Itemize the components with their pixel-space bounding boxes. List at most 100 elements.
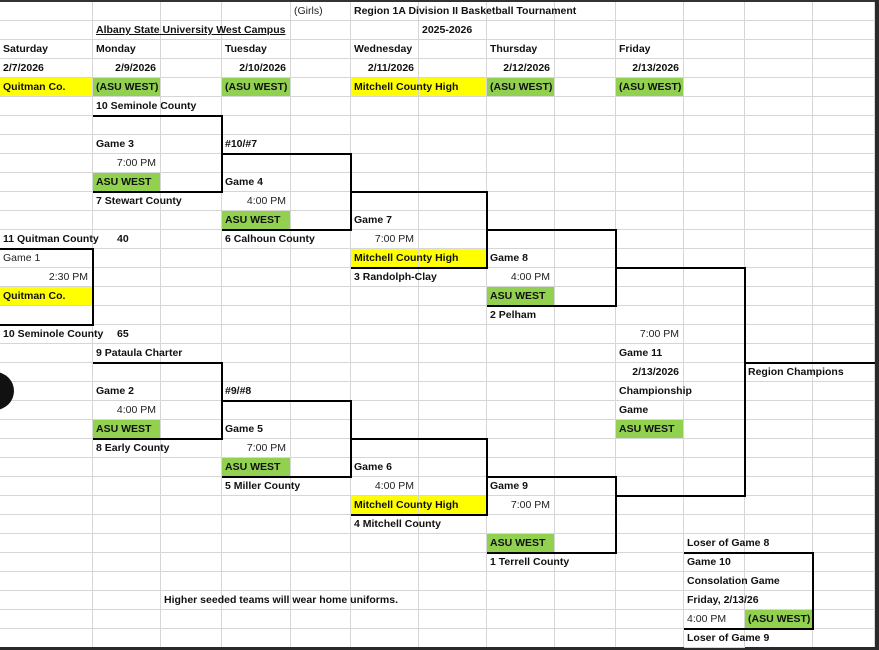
sheet-cell[interactable] [291, 78, 351, 97]
sheet-cell[interactable] [291, 21, 351, 40]
sheet-cell[interactable] [555, 439, 616, 458]
sheet-cell[interactable] [222, 21, 291, 40]
sheet-cell[interactable]: 4:00 PM [93, 401, 161, 420]
sheet-cell[interactable] [0, 306, 93, 325]
sheet-cell[interactable] [745, 382, 813, 401]
sheet-cell[interactable] [745, 230, 813, 249]
sheet-cell[interactable] [419, 173, 487, 192]
sheet-cell[interactable] [0, 2, 93, 21]
sheet-cell[interactable] [161, 211, 222, 230]
sheet-cell[interactable] [745, 458, 813, 477]
sheet-cell[interactable] [419, 192, 487, 211]
sheet-cell[interactable] [555, 572, 616, 591]
sheet-cell[interactable] [813, 477, 875, 496]
sheet-cell[interactable] [419, 515, 487, 534]
sheet-cell[interactable] [555, 211, 616, 230]
sheet-cell[interactable] [813, 496, 875, 515]
sheet-cell[interactable]: Consolation Game [684, 572, 780, 591]
sheet-cell[interactable] [291, 610, 351, 629]
sheet-cell[interactable] [745, 249, 813, 268]
sheet-cell[interactable] [93, 211, 161, 230]
sheet-cell[interactable] [419, 78, 487, 97]
sheet-cell[interactable] [745, 192, 813, 211]
sheet-cell[interactable]: Game 7 [351, 211, 419, 230]
sheet-cell[interactable] [419, 2, 487, 21]
sheet-cell[interactable] [161, 401, 222, 420]
sheet-cell[interactable]: 3 Randolph-Clay [351, 268, 437, 287]
sheet-cell[interactable]: 9 Pataula Charter [93, 344, 182, 363]
sheet-cell[interactable] [0, 401, 93, 420]
sheet-cell[interactable] [487, 192, 555, 211]
sheet-cell[interactable] [813, 458, 875, 477]
sheet-cell[interactable] [93, 553, 161, 572]
sheet-cell[interactable] [351, 306, 419, 325]
sheet-cell[interactable] [684, 59, 745, 78]
sheet-cell[interactable] [161, 154, 222, 173]
sheet-cell[interactable]: 4:00 PM [684, 610, 745, 629]
sheet-cell[interactable] [291, 496, 351, 515]
sheet-cell[interactable] [161, 40, 222, 59]
sheet-cell[interactable] [555, 21, 616, 40]
sheet-cell[interactable] [0, 534, 93, 553]
sheet-cell[interactable] [813, 268, 875, 287]
sheet-cell[interactable] [555, 116, 616, 135]
sheet-cell[interactable]: ASU WEST [93, 173, 161, 192]
sheet-cell[interactable] [555, 496, 616, 515]
sheet-cell[interactable]: (ASU WEST) [616, 78, 684, 97]
sheet-cell[interactable] [745, 553, 813, 572]
sheet-cell[interactable] [616, 477, 684, 496]
sheet-cell[interactable] [161, 420, 222, 439]
sheet-cell[interactable] [684, 40, 745, 59]
sheet-cell[interactable] [161, 572, 222, 591]
sheet-cell[interactable] [745, 515, 813, 534]
sheet-cell[interactable] [419, 629, 487, 648]
sheet-cell[interactable] [291, 40, 351, 59]
sheet-cell[interactable] [684, 477, 745, 496]
sheet-cell[interactable] [813, 59, 875, 78]
sheet-cell[interactable] [555, 477, 616, 496]
sheet-cell[interactable] [813, 21, 875, 40]
sheet-cell[interactable]: 65 [93, 325, 161, 344]
sheet-cell[interactable] [351, 382, 419, 401]
sheet-cell[interactable] [0, 97, 93, 116]
sheet-cell[interactable] [616, 192, 684, 211]
sheet-cell[interactable] [487, 439, 555, 458]
sheet-cell[interactable] [813, 173, 875, 192]
sheet-cell[interactable] [616, 173, 684, 192]
sheet-cell[interactable]: 10 Seminole County [0, 325, 103, 344]
sheet-cell[interactable] [419, 230, 487, 249]
sheet-cell[interactable]: ASU WEST [222, 458, 291, 477]
sheet-cell[interactable] [555, 553, 616, 572]
sheet-cell[interactable] [487, 458, 555, 477]
sheet-cell[interactable] [93, 629, 161, 648]
sheet-cell[interactable] [93, 496, 161, 515]
sheet-cell[interactable]: 2/12/2026 [487, 59, 555, 78]
sheet-cell[interactable] [616, 230, 684, 249]
sheet-cell[interactable] [745, 477, 813, 496]
sheet-cell[interactable]: 2/11/2026 [351, 59, 419, 78]
sheet-cell[interactable] [222, 629, 291, 648]
sheet-cell[interactable] [813, 401, 875, 420]
sheet-cell[interactable] [487, 325, 555, 344]
sheet-cell[interactable] [487, 135, 555, 154]
sheet-cell[interactable] [813, 2, 875, 21]
sheet-cell[interactable] [684, 496, 745, 515]
sheet-cell[interactable] [419, 553, 487, 572]
sheet-cell[interactable] [93, 477, 161, 496]
sheet-cell[interactable] [555, 135, 616, 154]
sheet-cell[interactable] [555, 78, 616, 97]
sheet-cell[interactable] [684, 268, 745, 287]
sheet-cell[interactable] [291, 154, 351, 173]
sheet-cell[interactable] [161, 496, 222, 515]
sheet-cell[interactable] [813, 553, 875, 572]
sheet-cell[interactable]: 7:00 PM [351, 230, 419, 249]
sheet-cell[interactable] [351, 154, 419, 173]
sheet-cell[interactable] [291, 249, 351, 268]
sheet-cell[interactable] [419, 534, 487, 553]
sheet-cell[interactable] [419, 306, 487, 325]
sheet-cell[interactable] [161, 78, 222, 97]
sheet-cell[interactable] [291, 553, 351, 572]
sheet-cell[interactable] [93, 2, 161, 21]
sheet-cell[interactable] [813, 344, 875, 363]
sheet-cell[interactable] [684, 154, 745, 173]
